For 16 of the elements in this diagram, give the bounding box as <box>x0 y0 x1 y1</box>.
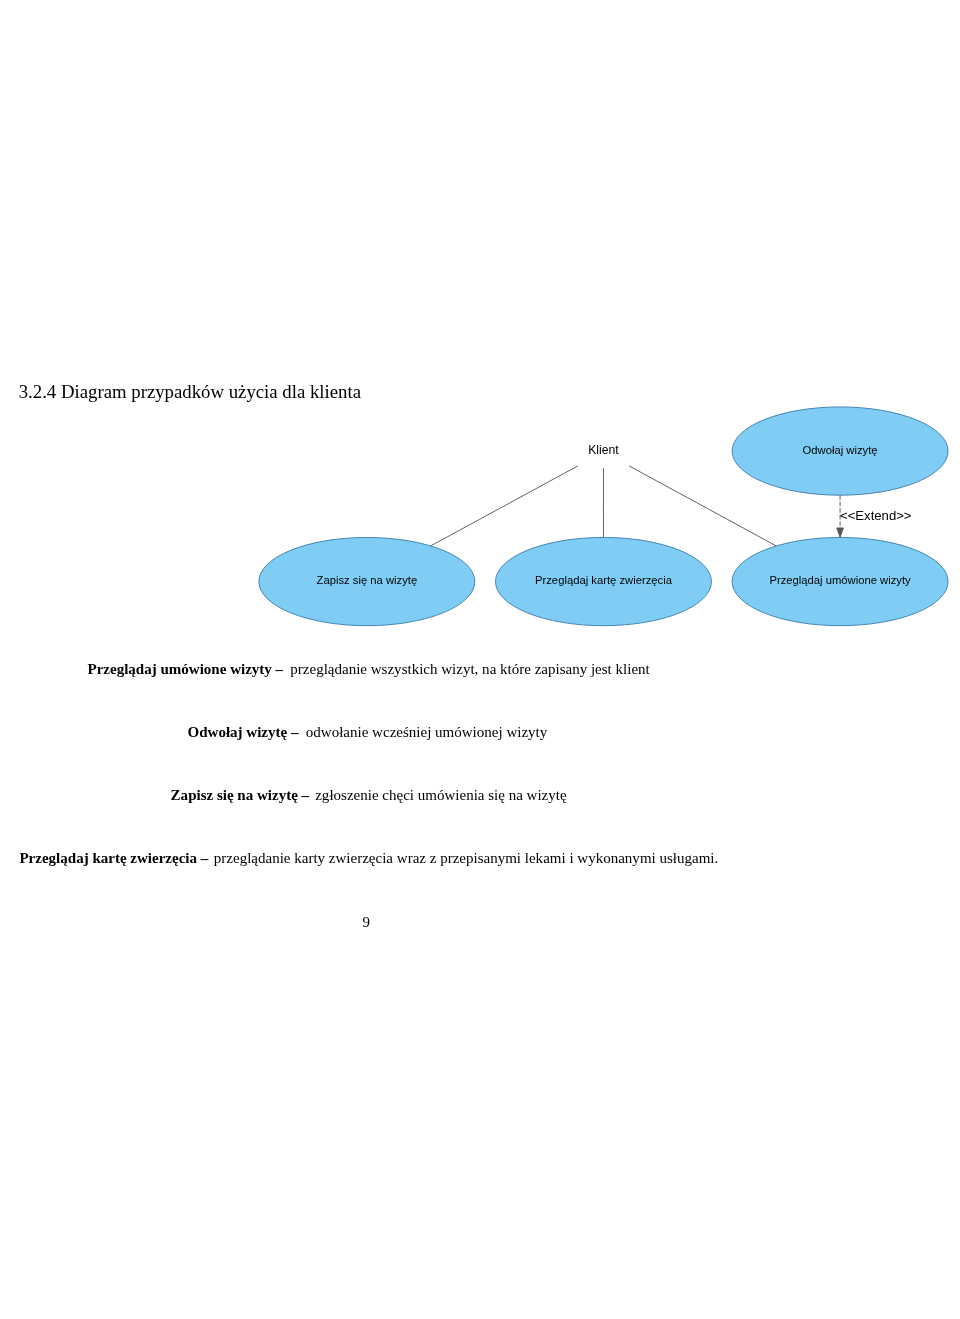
arrow <box>836 494 844 538</box>
connector <box>628 465 777 547</box>
label: Przeglądaj kartę zwierzęcia – przeglądanie karty zwierzęcia wraz z przepisanymi lekami i wykonanymi usługami. <box>19 850 719 867</box>
node-ellipse: Odwołaj wizytę <box>731 406 949 496</box>
node-text: Klient <box>588 443 619 458</box>
connector <box>430 465 579 547</box>
label: Przeglądaj umówione wizyty – przeglądanie wszystkich wizyt, na które zapisany jest klient <box>87 661 650 678</box>
label: 9 <box>362 913 371 930</box>
edge-label: <<Extend>> <box>840 507 912 523</box>
node-ellipse: Przeglądaj kartę zwierzęcia <box>495 536 712 627</box>
label: Zapisz się na wizytę – zgłoszenie chęci umówienia się na wizytę <box>170 787 567 804</box>
node-ellipse: Zapisz się na wizytę <box>258 536 476 627</box>
connector <box>603 467 604 538</box>
diagram-title: 3.2.4 Diagram przypadków użycia dla klienta <box>18 380 362 402</box>
label: Odwołaj wizytę – odwołanie wcześniej umówionej wizyty <box>187 724 548 741</box>
node-ellipse: Przeglądaj umówione wizyty <box>731 536 949 627</box>
